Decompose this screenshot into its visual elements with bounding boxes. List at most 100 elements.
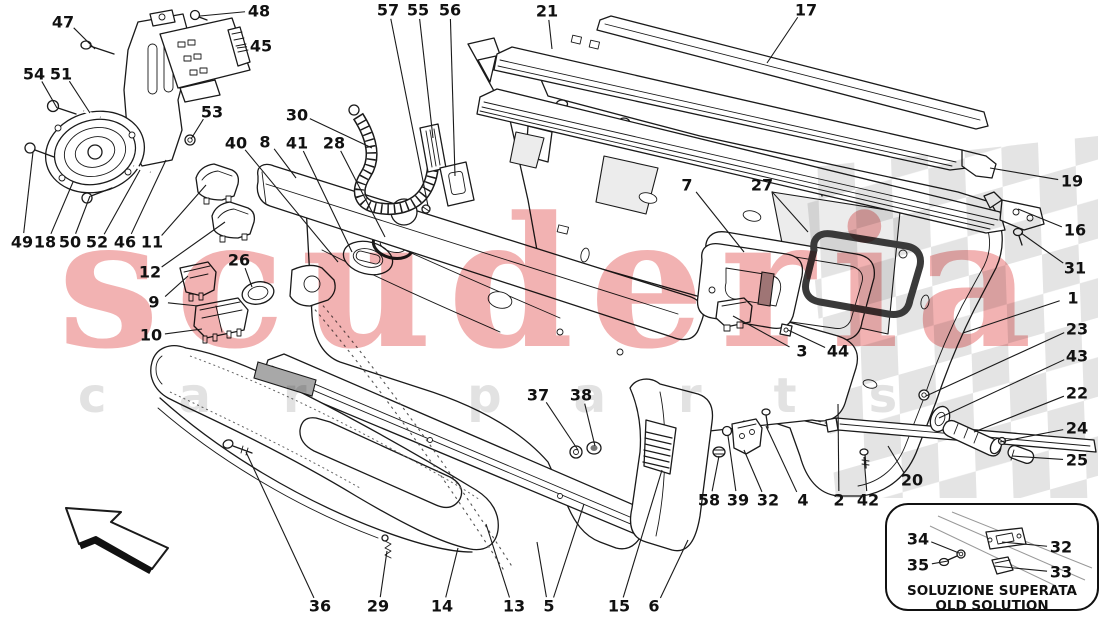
- speaker-assembly: [24, 9, 251, 204]
- callout-44: 44: [827, 342, 849, 361]
- leader-line-10: [164, 328, 203, 335]
- leader-line-31: [1020, 232, 1064, 264]
- trim-clips: [195, 163, 256, 243]
- bolt-48: [189, 9, 208, 21]
- callout-14: 14: [431, 597, 453, 616]
- inset-clip-33: [991, 556, 1014, 575]
- screw-57: [421, 204, 431, 214]
- callout-19: 19: [1061, 172, 1083, 191]
- callout-34: 34: [907, 530, 929, 549]
- amplifier-45: [159, 17, 251, 103]
- leader-line-53: [190, 118, 204, 140]
- switch-bezel-26: [241, 281, 275, 305]
- leader-line-50: [75, 195, 91, 234]
- callout-12: 12: [139, 263, 161, 282]
- leader-line-13: [485, 523, 510, 598]
- lock-cylinder-parts: [918, 389, 1035, 464]
- leader-line-19: [989, 167, 1059, 181]
- pull-bezel-41: [342, 240, 394, 276]
- leader-line-23: [925, 332, 1065, 397]
- direction-arrow: [65, 507, 169, 575]
- callout-31: 31: [1064, 259, 1086, 278]
- leader-line-9: [167, 302, 199, 307]
- leader-line-51: [68, 80, 91, 114]
- plug-25: [1007, 444, 1035, 464]
- inset-title-line1: SOLUZIONE SUPERATA: [907, 583, 1078, 599]
- leader-line-40: [244, 149, 339, 263]
- leader-line-5: [536, 541, 547, 598]
- clip-58: [712, 446, 726, 458]
- leader-line-45: [236, 46, 248, 49]
- callout-16: 16: [1064, 221, 1086, 240]
- callout-15: 15: [608, 597, 630, 616]
- callout-41: 41: [286, 134, 308, 153]
- callout-20: 20: [901, 471, 923, 490]
- leader-line-5: [553, 503, 585, 598]
- callout-47: 47: [52, 13, 74, 32]
- watermark: scuderia car parts: [58, 178, 1048, 424]
- leader-line-48: [199, 11, 246, 17]
- leader-line-32: [743, 449, 763, 493]
- screw-47: [80, 40, 115, 55]
- bracket-32: [731, 418, 763, 455]
- armrest: [150, 345, 499, 559]
- leader-line-20: [887, 445, 905, 473]
- pin-4: [761, 408, 771, 429]
- leader-line-9: [164, 275, 189, 297]
- leader-line-8: [273, 148, 297, 179]
- callout-39: 39: [727, 491, 749, 510]
- screw-50: [81, 187, 113, 204]
- callout-35: 35: [907, 556, 929, 575]
- callout-8: 8: [259, 133, 270, 152]
- bolt-54: [46, 99, 77, 115]
- leader-line-28: [340, 150, 386, 238]
- regulator-chain: [297, 289, 506, 573]
- leader-line-27: [771, 191, 809, 233]
- leader-line-22: [973, 395, 1065, 433]
- callout-36: 36: [309, 597, 331, 616]
- leader-line-57: [390, 18, 429, 207]
- callout-40: 40: [225, 134, 247, 153]
- leader-line-37: [545, 401, 579, 451]
- checkered-flag-watermark: [804, 136, 1098, 498]
- rail-seal-17: [596, 15, 989, 130]
- callout-57: 57: [377, 1, 399, 20]
- leader-line-15: [622, 469, 663, 598]
- leader-line-25: [1011, 455, 1064, 460]
- leader-line-35: [931, 560, 949, 565]
- callout-23: 23: [1066, 320, 1088, 339]
- leader-line-16: [1017, 208, 1063, 228]
- leader-line-49: [23, 151, 34, 234]
- callout-54: 54: [23, 65, 45, 84]
- switch-10: [193, 297, 249, 344]
- callout-50: 50: [59, 233, 81, 252]
- callout-17: 17: [795, 1, 817, 20]
- spacer-51: [83, 109, 101, 119]
- old-solution-inset: SOLUZIONE SUPERATA OLD SOLUTION: [885, 503, 1099, 614]
- ribbed-wedge-15: [642, 419, 677, 475]
- leader-line-41: [302, 150, 353, 253]
- regulator-chain-2: [305, 285, 514, 569]
- wiring-conduit: [348, 104, 475, 215]
- screw-49: [24, 142, 55, 158]
- callout-10: 10: [140, 326, 162, 345]
- leader-line-6: [659, 539, 689, 599]
- leader-line-26: [244, 267, 253, 288]
- callout-2: 2: [833, 491, 844, 510]
- callout-6: 6: [648, 597, 659, 616]
- callout-11: 11: [141, 233, 163, 252]
- callout-51: 51: [50, 65, 72, 84]
- leader-line-4: [765, 425, 798, 493]
- callout-3: 3: [796, 342, 807, 361]
- leader-line-18: [50, 181, 74, 235]
- speaker-18: [44, 110, 146, 194]
- screw-42: [859, 448, 870, 469]
- armrest-screw-36: [222, 439, 253, 456]
- screw-24: [997, 436, 1007, 446]
- cup-gasket-27: [802, 230, 924, 318]
- leader-line-11: [161, 184, 207, 236]
- watermark-title: scuderia: [58, 178, 1048, 389]
- leader-line-17: [766, 16, 799, 64]
- leader-line-30: [309, 118, 373, 149]
